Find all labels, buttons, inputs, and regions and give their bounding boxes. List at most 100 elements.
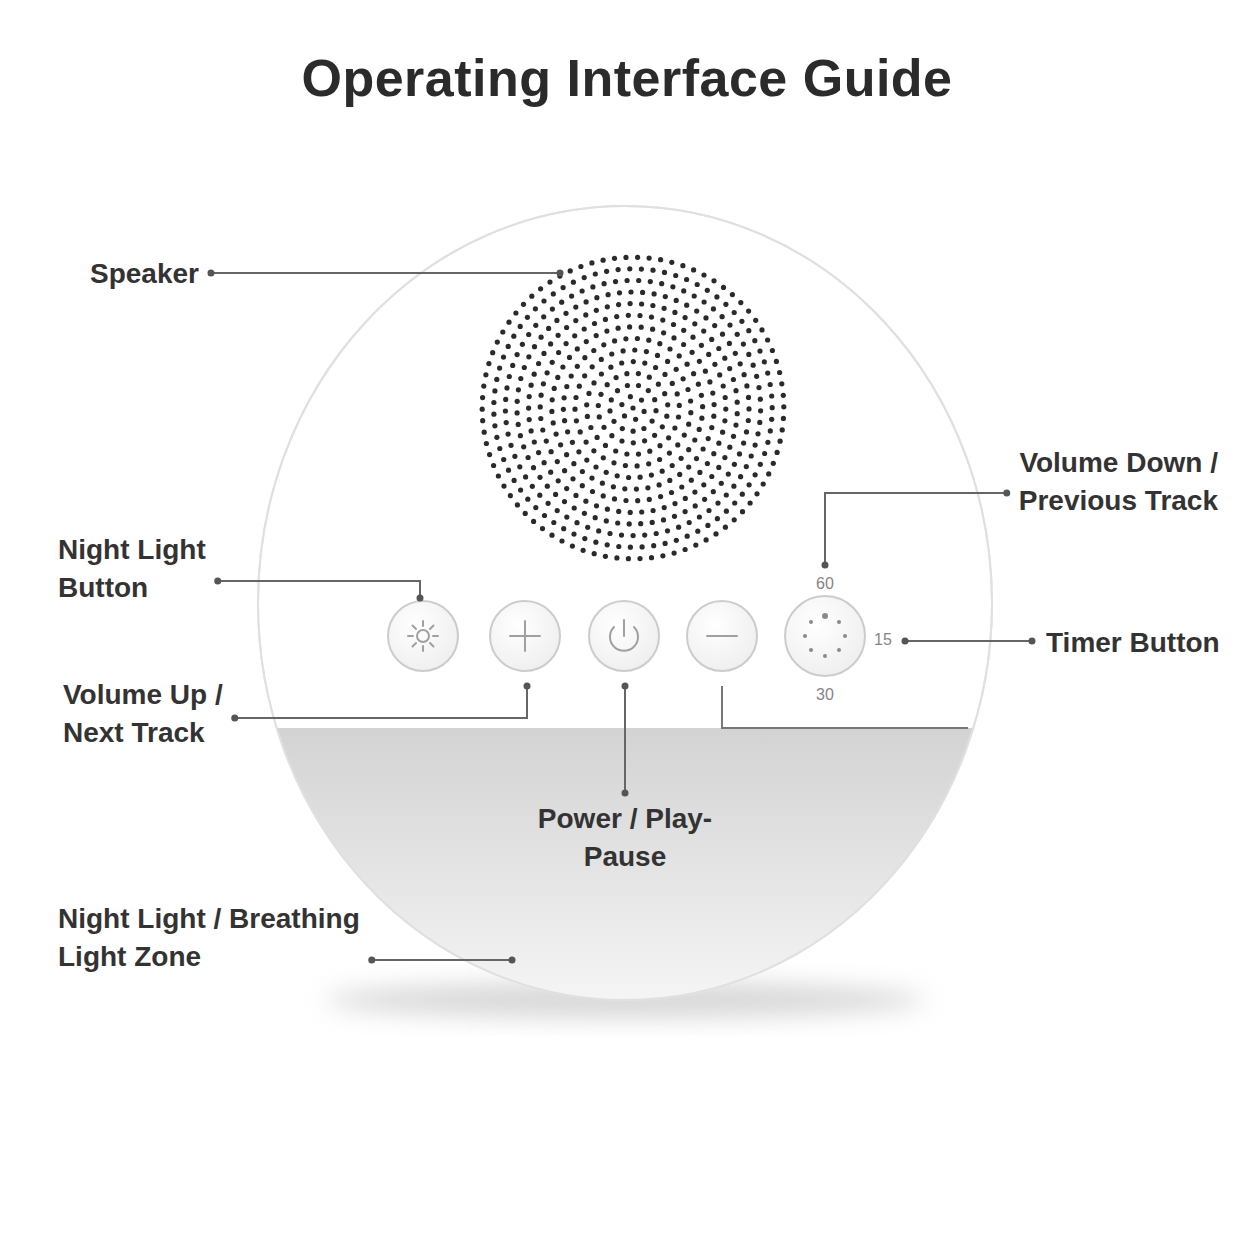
- grille-dot: [744, 464, 749, 469]
- grille-dot: [652, 433, 657, 438]
- grille-dot: [645, 485, 650, 490]
- grille-dot: [526, 332, 531, 337]
- grille-dot: [747, 482, 752, 487]
- grille-dot: [633, 417, 638, 422]
- grille-dot: [635, 463, 640, 468]
- grille-dot: [675, 391, 680, 396]
- grille-dot: [653, 365, 658, 370]
- buttons: [388, 596, 865, 676]
- grille-dot: [746, 328, 751, 333]
- grille-dot: [709, 474, 714, 479]
- grille-dot: [662, 391, 667, 396]
- grille-dot: [694, 456, 699, 461]
- leader-line: [905, 640, 1032, 642]
- grille-dot: [670, 284, 675, 289]
- grille-dot: [507, 374, 512, 379]
- grille-dot: [677, 472, 682, 477]
- grille-dot: [628, 301, 633, 306]
- grille-dot: [601, 258, 606, 263]
- grille-dot: [591, 448, 596, 453]
- grille-dot: [644, 349, 649, 354]
- grille-dot: [613, 448, 618, 453]
- grille-dot: [525, 315, 530, 320]
- grille-dot: [753, 318, 758, 323]
- grille-dot: [691, 267, 696, 272]
- grille-dot: [689, 478, 694, 483]
- grille-dot: [660, 318, 665, 323]
- leader-dot: [557, 270, 564, 277]
- grille-dot: [542, 513, 547, 518]
- leader-dot: [214, 578, 221, 585]
- grille-dot: [650, 303, 655, 308]
- grille-dot: [548, 470, 553, 475]
- grille-dot: [564, 384, 569, 389]
- grille-dot: [732, 517, 737, 522]
- grille-dot: [593, 271, 598, 276]
- grille-dot: [774, 359, 779, 364]
- grille-dot: [746, 406, 751, 411]
- grille-dot: [621, 348, 626, 353]
- grille-dot: [551, 420, 556, 425]
- callout-label: Volume Down / Previous Track: [958, 444, 1218, 520]
- grille-dot: [658, 257, 663, 262]
- grille-dot: [604, 269, 609, 274]
- grille-dot: [484, 441, 489, 446]
- grille-dot: [560, 364, 565, 369]
- grille-dot: [685, 362, 690, 367]
- grille-dot: [667, 478, 672, 483]
- grille-dot: [601, 342, 606, 347]
- grille-dot: [611, 460, 616, 465]
- grille-dot: [572, 407, 577, 412]
- grille-dot: [631, 429, 636, 434]
- grille-dot: [623, 336, 628, 341]
- grille-dot: [683, 315, 688, 320]
- grille-dot: [554, 432, 559, 437]
- grille-dot: [692, 490, 697, 495]
- grille-dot: [701, 482, 706, 487]
- grille-dot: [685, 534, 690, 539]
- grille-dot: [705, 523, 710, 528]
- grille-dot: [660, 424, 665, 429]
- grille-dot: [746, 418, 751, 423]
- grille-dot: [563, 311, 568, 316]
- grille-dot: [533, 306, 538, 311]
- grille-dot: [569, 373, 574, 378]
- grille-dot: [709, 337, 714, 342]
- grille-dot: [707, 379, 712, 384]
- grille-dot: [662, 505, 667, 510]
- grille-dot: [575, 364, 580, 369]
- grille-dot: [550, 307, 555, 312]
- grille-dot: [693, 543, 698, 548]
- callout-label: Timer Button: [1046, 624, 1246, 662]
- grille-dot: [639, 325, 644, 330]
- grille-dot: [559, 300, 564, 305]
- grille-dot: [515, 352, 520, 357]
- grille-dot: [681, 328, 686, 333]
- grille-dot: [622, 413, 627, 418]
- grille-dot: [659, 281, 664, 286]
- grille-dot: [616, 544, 621, 549]
- grille-dot: [526, 455, 531, 460]
- grille-dot: [559, 538, 564, 543]
- grille-dot: [654, 531, 659, 536]
- grille-dot: [754, 374, 759, 379]
- grille-dot: [613, 279, 618, 284]
- grille-dot: [646, 338, 651, 343]
- grille-dot: [727, 445, 732, 450]
- grille-dot: [615, 520, 620, 525]
- grille-dot: [541, 298, 546, 303]
- grille-dot: [697, 514, 702, 519]
- grille-dot: [676, 414, 681, 419]
- grille-dot: [702, 497, 707, 502]
- leader-line: [218, 581, 420, 598]
- grille-dot: [527, 394, 532, 399]
- grille-dot: [571, 461, 576, 466]
- grille-dot: [582, 275, 587, 280]
- grille-dot: [553, 492, 558, 497]
- leader-line: [211, 272, 560, 274]
- grille-dot: [757, 420, 762, 425]
- grille-dot: [573, 318, 578, 323]
- grille-dot: [755, 431, 760, 436]
- grille-dot: [630, 405, 635, 410]
- grille-dot: [688, 398, 693, 403]
